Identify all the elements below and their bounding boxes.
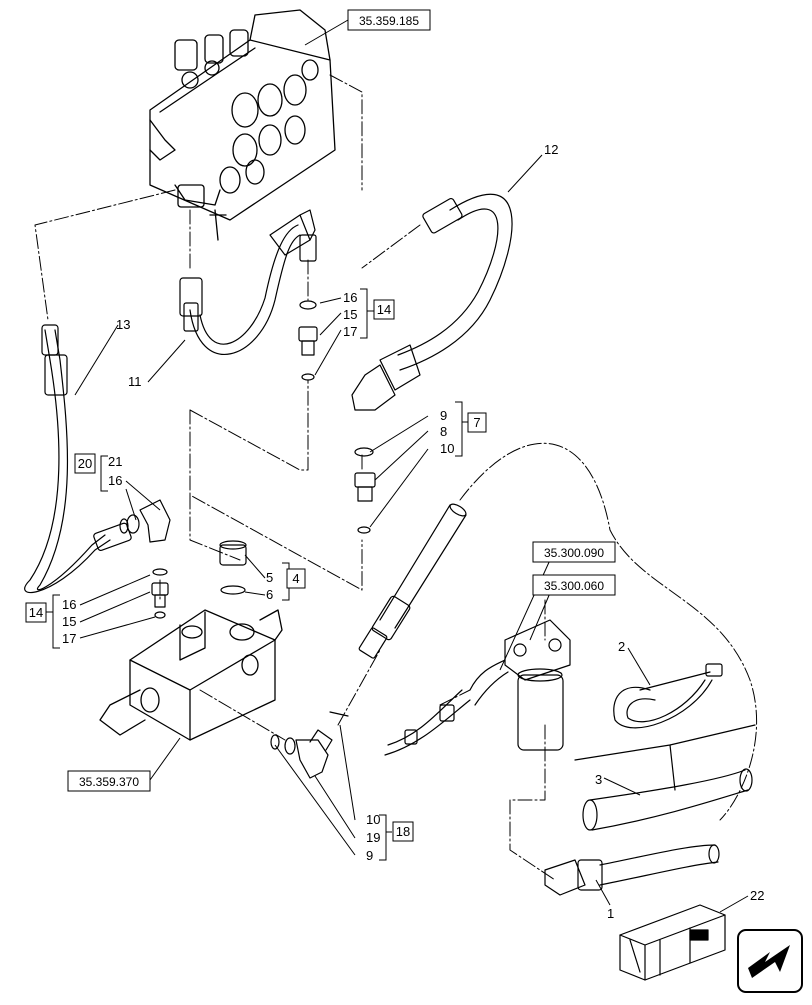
label-2: 2 <box>618 639 625 654</box>
fitting-stack-left <box>151 568 169 619</box>
valve-block <box>99 609 283 741</box>
label-3: 3 <box>595 772 602 787</box>
control-valve-assembly <box>149 9 336 241</box>
label-10-top: 10 <box>440 441 454 456</box>
label-22: 22 <box>750 888 764 903</box>
hose-2 <box>613 663 723 729</box>
label-5: 5 <box>266 570 273 585</box>
label-16-mid: 16 <box>108 473 122 488</box>
group-20[interactable]: 20 <box>78 456 92 471</box>
ref-top-valve[interactable]: 35.359.185 <box>359 14 419 28</box>
center-lines <box>34 74 758 881</box>
label-9-top: 9 <box>440 408 447 423</box>
group-14-top[interactable]: 14 <box>377 302 391 317</box>
group-14-left[interactable]: 14 <box>29 605 43 620</box>
label-17-top: 17 <box>343 324 357 339</box>
tube-3 <box>582 768 753 831</box>
hose-1 <box>544 844 720 896</box>
label-13: 13 <box>116 317 130 332</box>
divider-line <box>574 724 756 761</box>
divider-line-2 <box>669 744 676 791</box>
arrow-left-down-icon[interactable] <box>737 929 803 993</box>
label-15-top: 15 <box>343 307 357 322</box>
suction-hose <box>358 503 467 659</box>
label-19: 19 <box>366 830 380 845</box>
elbow-fitting-19 <box>270 711 349 779</box>
label-10-bottom: 10 <box>366 812 380 827</box>
fitting-stack-mid <box>354 447 376 534</box>
label-17-left: 17 <box>62 631 76 646</box>
plug-5 <box>219 540 247 595</box>
ref-filter-a[interactable]: 35.300.090 <box>544 546 604 560</box>
label-1: 1 <box>607 906 614 921</box>
label-8: 8 <box>440 424 447 439</box>
group-7[interactable]: 7 <box>473 415 480 430</box>
elbow-fitting-21 <box>119 499 171 543</box>
label-6: 6 <box>266 587 273 602</box>
hose-13 <box>24 324 132 594</box>
hose-11 <box>179 209 317 355</box>
label-11: 11 <box>128 374 142 389</box>
ref-filter-b[interactable]: 35.300.060 <box>544 579 604 593</box>
ref-block[interactable]: 35.359.370 <box>79 775 139 789</box>
label-21: 21 <box>108 454 122 469</box>
label-9-bottom: 9 <box>366 848 373 863</box>
filter-assembly <box>384 619 571 756</box>
label-16-top: 16 <box>343 290 357 305</box>
kit-box-22 <box>619 904 726 981</box>
hose-12 <box>351 193 513 411</box>
fitting-stack-top <box>298 300 318 381</box>
group-4[interactable]: 4 <box>292 571 299 586</box>
label-15-left: 15 <box>62 614 76 629</box>
group-18[interactable]: 18 <box>396 824 410 839</box>
label-16-left: 16 <box>62 597 76 612</box>
label-12: 12 <box>544 142 558 157</box>
